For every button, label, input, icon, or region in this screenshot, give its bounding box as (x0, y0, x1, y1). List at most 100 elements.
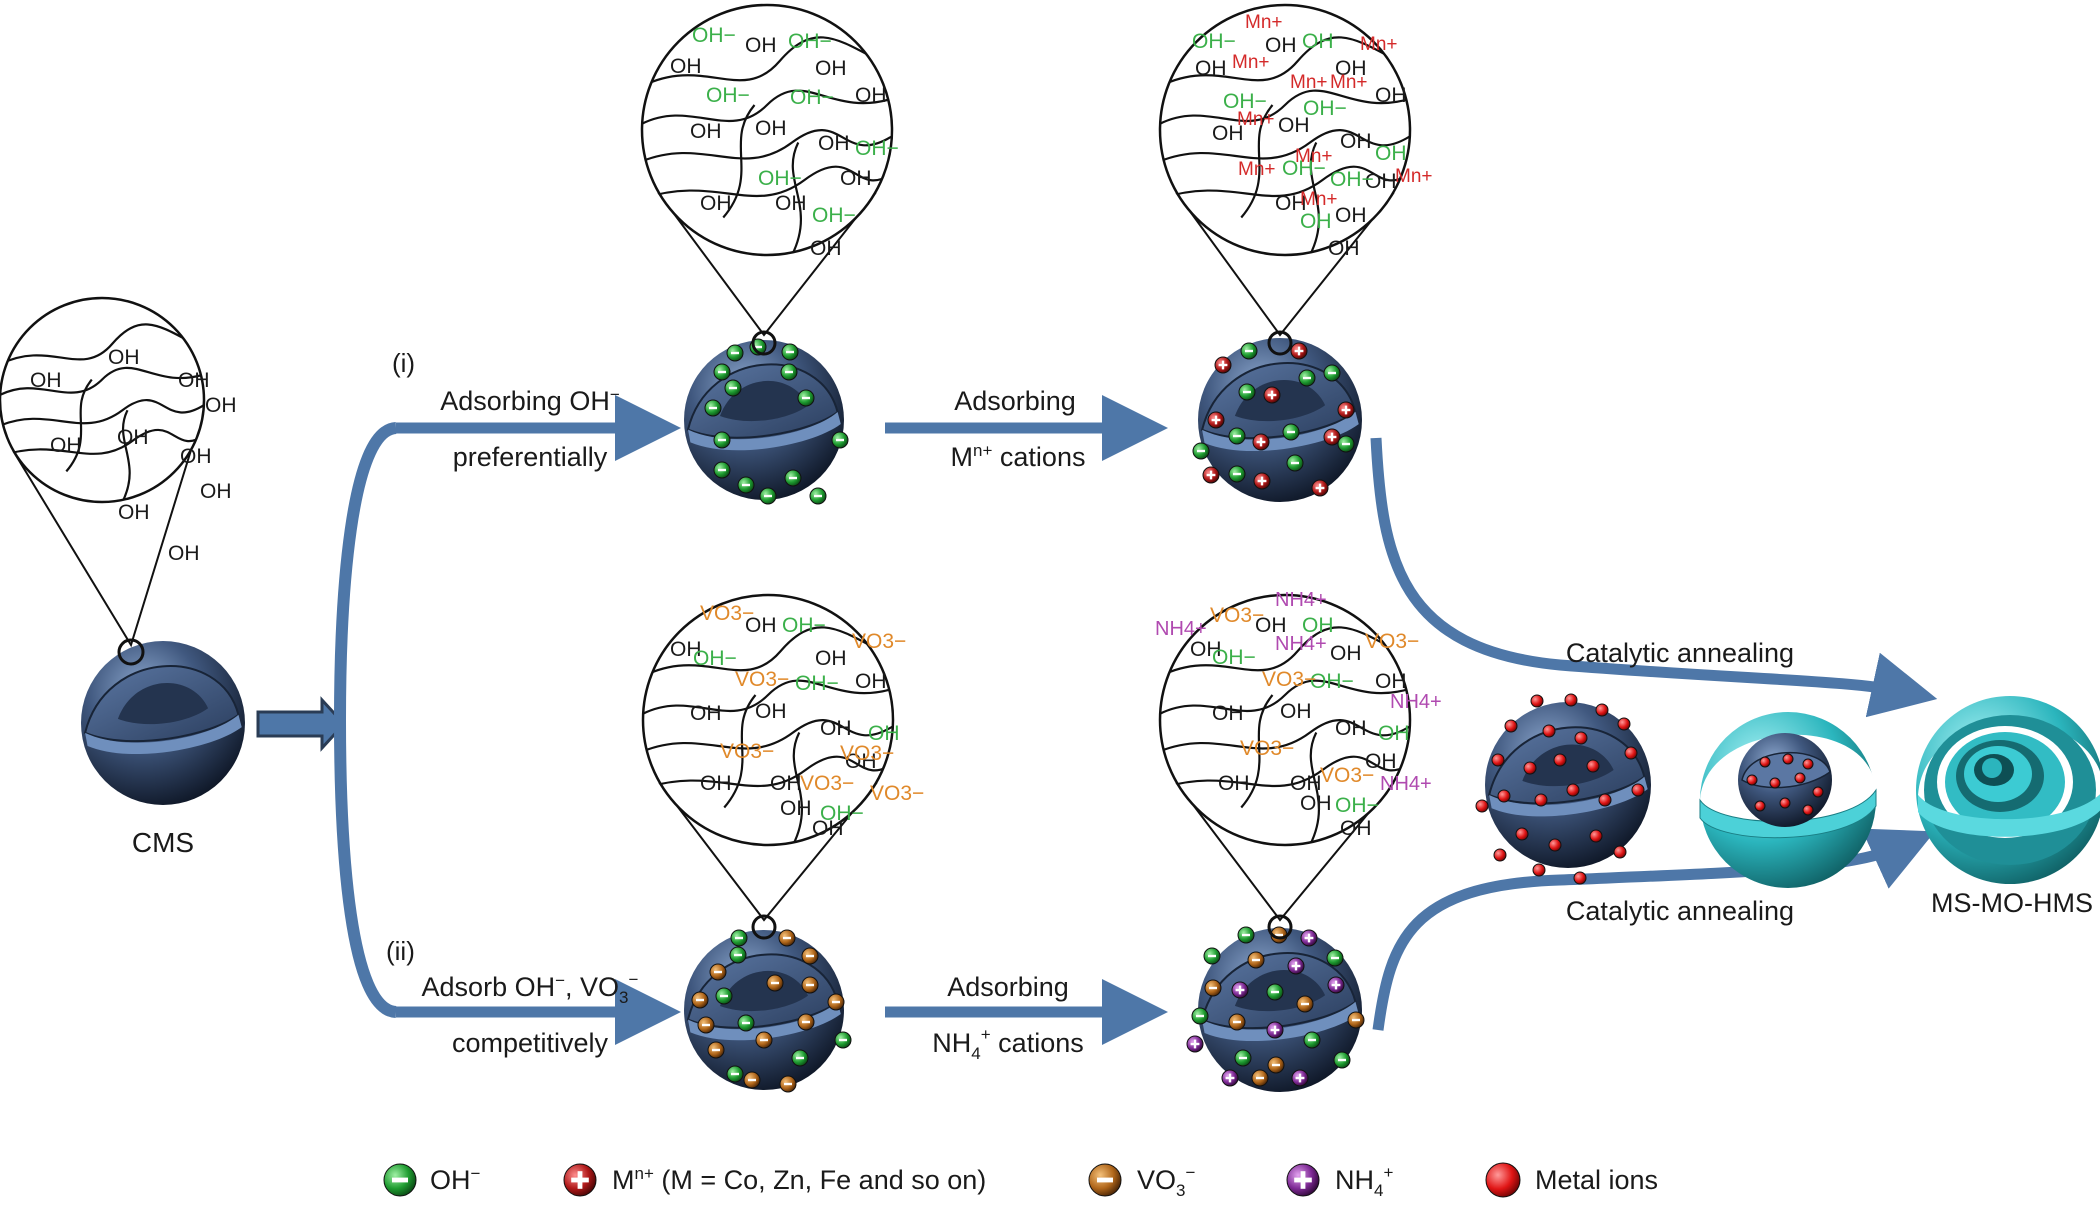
vo3-label: VO3− (1320, 764, 1374, 787)
oh-group-label: OH (1365, 170, 1397, 193)
metal-cation-label: Mn+ (1295, 146, 1333, 167)
green-ion-bead (729, 946, 747, 964)
green-ion-bead (713, 431, 731, 449)
metal-cation-label: Mn+ (1395, 166, 1433, 187)
green-ion-bead (831, 431, 849, 449)
vo3-label: VO3− (1240, 737, 1294, 760)
oh-group-label: OH (1275, 192, 1307, 215)
route-ii-step1-line2: competitively (452, 1028, 609, 1058)
oh-group-label: OH (745, 34, 777, 57)
purple-ion-bead (1300, 929, 1318, 947)
brown-ion-bead (707, 1041, 725, 1059)
route-i-step2-line1: Adsorbing (954, 386, 1076, 416)
zoom-marker (751, 330, 777, 356)
green-ion-bead (1266, 983, 1284, 1001)
metal-cation-label: Mn+ (1300, 189, 1338, 210)
route-i-step2-line2: Mn+ cations (951, 441, 1086, 472)
oh-group-label: OH (820, 717, 852, 740)
route-ii-sphere-oh-vo3 (684, 929, 852, 1093)
green-ion-bead (759, 487, 777, 505)
oh-minus-label: OH− (1335, 794, 1379, 817)
metal-ion-bead (1564, 693, 1578, 707)
oh-minus-label: OH− (1330, 168, 1374, 191)
metal-ion-bead (1624, 746, 1638, 760)
oh-group-label: OH (1365, 750, 1397, 773)
green-ion-bead (781, 343, 799, 361)
oh-minus-label: OH (1375, 142, 1407, 165)
metal-ion-bead (1613, 845, 1627, 859)
metal-ion-bead (1769, 777, 1781, 789)
green-ion-bead (1228, 465, 1246, 483)
oh-group-label: OH (1375, 84, 1407, 107)
legend-metal-ion-text: Metal ions (1535, 1165, 1658, 1195)
partial-shell-intermediate (1699, 712, 1877, 888)
route-i-step1-line1: Adsorbing OH− (440, 385, 620, 416)
brown-ion-bead (691, 991, 709, 1009)
red-ion-bead (1207, 411, 1225, 429)
red-ion-bead (563, 1163, 597, 1197)
green-ion-bead (780, 363, 798, 381)
route-ii-step2-line2: NH4+ cations (932, 1025, 1083, 1063)
metal-ion-bead (1586, 759, 1600, 773)
green-ion-bead (1337, 435, 1355, 453)
red-ion-bead (1290, 342, 1308, 360)
oh-minus-label: OH− (1223, 90, 1267, 113)
route-ii-step2-line1: Adsorbing (947, 972, 1069, 1002)
oh-group-label: OH (690, 120, 722, 143)
green-ion-bead (1228, 427, 1246, 445)
metal-ion-bead (1574, 731, 1588, 745)
brown-ion-bead (1247, 951, 1265, 969)
oh-minus-label: OH− (790, 86, 834, 109)
oh-group-label: OH (205, 394, 237, 417)
green-ion-bead (1237, 926, 1255, 944)
oh-group-label: OH (1190, 638, 1222, 661)
brown-ion-bead (1347, 1011, 1365, 1029)
red-ion-bead (1253, 472, 1271, 490)
metal-ion-bead (1548, 838, 1562, 852)
vo3-label: VO3− (1210, 604, 1264, 627)
green-ion-bead (1298, 369, 1316, 387)
oh-group-label: OH (1340, 817, 1372, 840)
metal-ion-bead (1573, 871, 1587, 885)
oh-minus-label: OH− (692, 24, 736, 47)
purple-ion-bead (1186, 1035, 1204, 1053)
red-ion-bead (1252, 433, 1270, 451)
oh-minus-label: OH− (706, 84, 750, 107)
metal-ion-bead (1532, 863, 1546, 877)
brown-ion-bead (778, 929, 796, 947)
vo3-label: VO3− (840, 742, 894, 765)
oh-group-label: OH (815, 57, 847, 80)
oh-minus-label: OH− (1303, 97, 1347, 120)
brown-ion-bead (1267, 1056, 1285, 1074)
brown-ion-bead (1204, 979, 1222, 997)
green-ion-bead (1282, 423, 1300, 441)
oh-group-label: OH (840, 167, 872, 190)
oh-group-label: OH (1255, 614, 1287, 637)
metal-ion-bead (1542, 724, 1556, 738)
metal-cation-label: Mn+ (1290, 72, 1328, 93)
brown-ion-bead (801, 976, 819, 994)
metal-cation-label: Mn+ (1237, 109, 1275, 130)
green-ion-bead (834, 1031, 852, 1049)
oh-group-label: OH (1328, 237, 1360, 260)
oh-group-label: OH (855, 84, 887, 107)
oh-group-label: OH (117, 426, 149, 449)
red-ion-bead (1311, 479, 1329, 497)
annealing-label-bottom: Catalytic annealing (1566, 896, 1794, 926)
cms-label: CMS (132, 827, 194, 858)
route-ii-label: (ii) (386, 936, 415, 966)
oh-group-label: OH (1375, 670, 1407, 693)
zoom-marker (751, 914, 777, 940)
brown-ion-bead (1251, 1069, 1269, 1087)
red-ion-bead (1263, 386, 1281, 404)
green-ion-bead (1191, 1007, 1209, 1025)
brown-ion-bead (779, 1075, 797, 1093)
metal-ion-bead (1523, 761, 1537, 775)
route-ii-zoom-nh4-strands (1160, 626, 1410, 845)
oh-group-label: OH (815, 647, 847, 670)
metal-ion-bead (1759, 756, 1771, 768)
oh-minus-label: OH− (1310, 670, 1354, 693)
metal-ion-bead (1504, 719, 1518, 733)
oh-group-label: OH (118, 501, 150, 524)
